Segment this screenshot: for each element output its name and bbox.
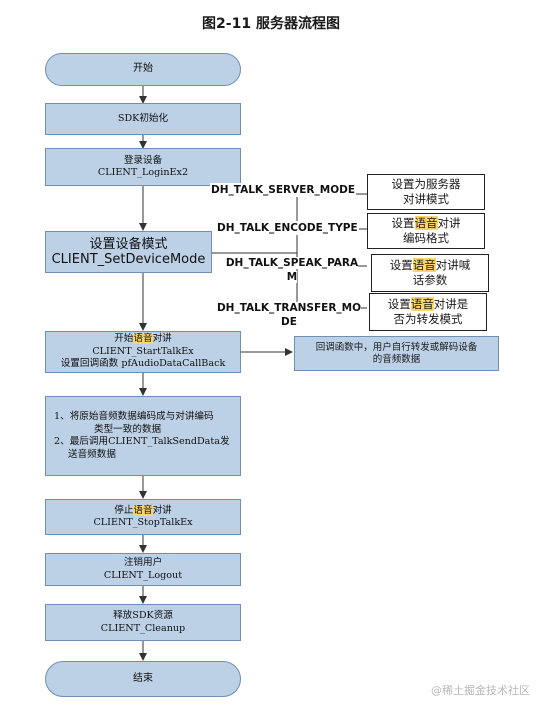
param-speak-param: DH_TALK_SPEAK_PARA M <box>225 257 359 283</box>
cleanup-label: 释放SDK资源 <box>113 610 173 621</box>
param-server-mode: DH_TALK_SERVER_MODE <box>210 183 357 197</box>
logout-node: 注销用户 CLIENT_Logout <box>45 553 241 586</box>
param-encode-type: DH_TALK_ENCODE_TYPE <box>216 221 359 235</box>
stop-talk-function: CLIENT_StopTalkEx <box>93 517 193 528</box>
start-talk-callback: 设置回调函数 pfAudioDataCallBack <box>60 358 226 370</box>
start-talk-node: 开始语音对讲 CLIENT_StartTalkEx 设置回调函数 pfAudio… <box>45 331 241 373</box>
sdk-init-node: SDK初始化 <box>45 103 241 135</box>
param-transfer-mode-desc: 设置语音对讲是 否为转发模式 <box>369 293 487 331</box>
start-talk-function: CLIENT_StartTalkEx <box>92 345 194 357</box>
cleanup-node: 释放SDK资源 CLIENT_Cleanup <box>45 604 241 641</box>
logout-label: 注销用户 <box>123 557 163 568</box>
encode-step-1b: 类型一致的数据 <box>94 423 162 435</box>
param-server-mode-desc: 设置为服务器 对讲模式 <box>367 174 485 210</box>
start-label: 开始 <box>133 63 153 75</box>
figure-title: 图2-11 服务器流程图 <box>202 16 340 32</box>
encode-send-node: 1、将原始音频数据编码成与对讲编码 类型一致的数据 2、最后调用CLIENT_T… <box>45 396 241 476</box>
set-mode-label: 设置设备模式 <box>89 237 168 252</box>
sdk-init-label: SDK初始化 <box>117 112 169 124</box>
callback-note: 回调函数中，用户自行转发或解码设备 的音频数据 <box>294 336 499 371</box>
param-transfer-mode: DH_TALK_TRANSFER_MO DE <box>216 302 362 328</box>
login-function: CLIENT_LoginEx2 <box>97 167 189 178</box>
logout-function: CLIENT_Logout <box>103 569 183 581</box>
cleanup-function: CLIENT_Cleanup <box>100 622 186 634</box>
start-node: 开始 <box>45 53 241 86</box>
end-node: 结束 <box>45 661 241 697</box>
encode-step-2a: 2、最后调用CLIENT_TalkSendData发 <box>54 436 230 447</box>
stop-talk-label: 停止语音对讲 <box>114 504 172 516</box>
encode-step-2b: 送音频数据 <box>68 448 116 460</box>
encode-step-1a: 1、将原始音频数据编码成与对讲编码 <box>54 411 214 422</box>
set-device-mode-node: 设置设备模式 CLIENT_SetDeviceMode <box>45 231 212 273</box>
watermark: @稀土掘金技术社区 <box>431 684 530 697</box>
param-speak-param-desc: 设置语音对讲喊 话参数 <box>371 254 489 292</box>
login-node: 登录设备 CLIENT_LoginEx2 <box>45 148 241 186</box>
stop-talk-node: 停止语音对讲 CLIENT_StopTalkEx <box>45 499 241 535</box>
start-talk-label: 开始语音对讲 <box>114 333 172 345</box>
set-mode-function: CLIENT_SetDeviceMode <box>51 252 206 267</box>
end-label: 结束 <box>133 672 153 684</box>
param-encode-type-desc: 设置语音对讲 编码格式 <box>367 213 485 249</box>
login-label: 登录设备 <box>123 154 163 166</box>
